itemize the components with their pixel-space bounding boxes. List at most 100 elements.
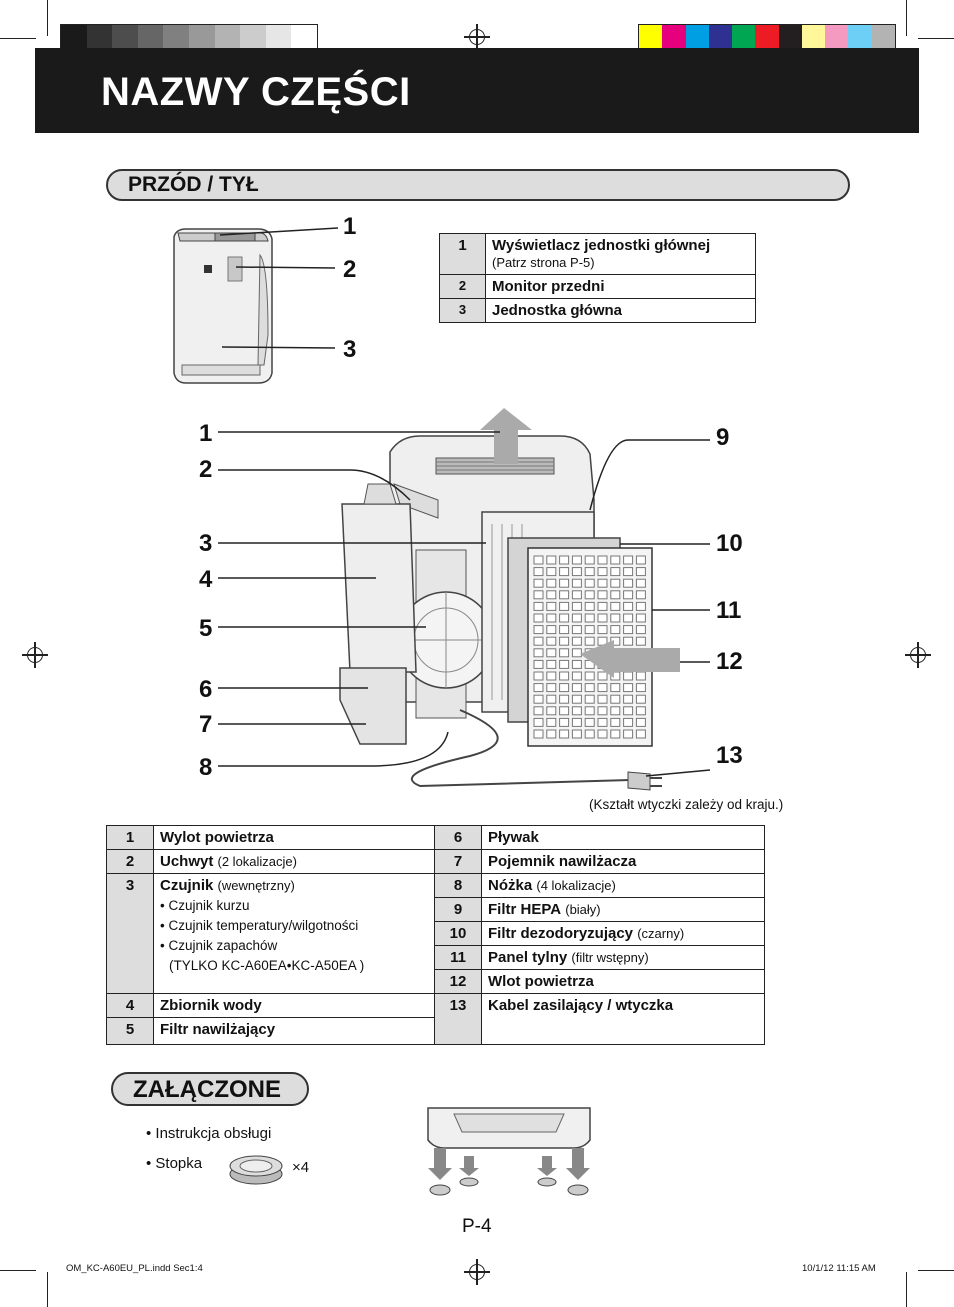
color-swatch <box>871 25 895 49</box>
grid-cell <box>571 625 582 635</box>
part-label: Kabel zasilający / wtyczka <box>488 997 674 1014</box>
row-number: 2 <box>106 849 154 874</box>
row-number: 2 <box>439 274 486 299</box>
grid-cell <box>635 694 646 704</box>
grid-cell <box>597 706 608 716</box>
grid-cell <box>610 625 621 635</box>
part-label: Zbiornik wody <box>160 997 262 1014</box>
grid-cell <box>623 636 634 646</box>
grid-cell <box>533 648 544 658</box>
table-row: 1 Wylot powietrza 6 Pływak <box>106 825 765 850</box>
grid-cell <box>559 648 570 658</box>
grid-cell <box>584 683 595 693</box>
callout-number: 8 <box>199 754 213 781</box>
grid-cell <box>584 636 595 646</box>
part-label: Wlot powietrza <box>488 973 594 990</box>
part-label: Panel tylny <box>488 949 568 966</box>
table-row: 1 Wyświetlacz jednostki głównej (Patrz s… <box>439 233 756 275</box>
parts-table: 1 Wylot powietrza 6 Pływak 2 Uchwyt (2 l… <box>106 825 765 1045</box>
color-swatch <box>188 25 215 49</box>
grid-cell <box>597 671 608 681</box>
grid-cell <box>571 601 582 611</box>
registration-mark-icon <box>905 642 931 668</box>
row-number: 7 <box>434 849 482 874</box>
callout-number: 12 <box>716 648 743 675</box>
callout-number: 10 <box>716 530 743 557</box>
grid-cell <box>623 706 634 716</box>
callout-number: 3 <box>199 530 213 557</box>
grid-cell <box>559 683 570 693</box>
part-note: (4 lokalizacje) <box>536 878 616 893</box>
row-number: 10 <box>434 921 482 946</box>
grid-cell <box>610 636 621 646</box>
grid-cell <box>597 613 608 623</box>
sensor-item: (TYLKO KC-A60EA•KC-A50EA ) <box>169 958 365 973</box>
crop-mark <box>0 38 36 39</box>
part-label: Filtr HEPA <box>488 901 562 918</box>
grid-cell <box>533 567 544 577</box>
color-swatch <box>662 25 686 49</box>
top-parts-table: 1 Wyświetlacz jednostki głównej (Patrz s… <box>439 233 756 323</box>
part-label: Uchwyt <box>160 853 214 870</box>
grid-cell <box>571 567 582 577</box>
part-note: (2 lokalizacje) <box>217 854 297 869</box>
part-label: Wyświetlacz jednostki głównej <box>492 237 711 254</box>
grid-cell <box>584 590 595 600</box>
row-number: 1 <box>106 825 154 850</box>
grid-cell <box>533 659 544 669</box>
grid-cell <box>533 613 544 623</box>
color-swatch <box>86 25 113 49</box>
grid-cell <box>546 578 557 588</box>
registration-mark-icon <box>22 642 48 668</box>
grid-cell <box>597 590 608 600</box>
part-note: (czarny) <box>637 926 685 941</box>
color-bar <box>638 24 896 50</box>
grid-cell <box>610 706 621 716</box>
grid-cell <box>533 590 544 600</box>
table-row: 10 Filtr dezodoryzujący (czarny) <box>107 921 765 946</box>
page-header: NAZWY CZĘŚCI <box>35 48 919 133</box>
callout-number: 1 <box>199 420 213 447</box>
exploded-view-illustration <box>218 408 711 791</box>
grid-cell <box>559 601 570 611</box>
front-unit-illustration <box>173 227 339 384</box>
grid-cell <box>546 601 557 611</box>
grid-cell <box>584 578 595 588</box>
grid-cell <box>571 659 582 669</box>
grid-cell <box>533 625 544 635</box>
table-row: 3 Czujnik (wewnętrzny) • Czujnik kurzu •… <box>106 873 765 994</box>
grid-cell <box>623 683 634 693</box>
page-title: NAZWY CZĘŚCI <box>101 70 411 114</box>
grayscale-bar <box>60 24 318 50</box>
grid-cell <box>597 625 608 635</box>
grid-cell <box>635 590 646 600</box>
grid-cell <box>546 729 557 739</box>
crop-mark <box>47 0 48 36</box>
grid-cell <box>533 578 544 588</box>
grid-cell <box>597 717 608 727</box>
grid-cell <box>559 729 570 739</box>
grid-cell <box>559 671 570 681</box>
grid-cell <box>571 717 582 727</box>
color-swatch <box>825 25 849 49</box>
row-number: 8 <box>434 873 482 898</box>
included-foot: • Stopka <box>146 1155 203 1172</box>
grid-cell <box>610 567 621 577</box>
callout-number: 6 <box>199 676 213 703</box>
grid-cell <box>533 601 544 611</box>
crop-mark <box>47 1272 48 1307</box>
color-swatch <box>265 25 292 49</box>
grid-cell <box>610 729 621 739</box>
grid-cell <box>559 717 570 727</box>
table-row: 4 Zbiornik wody 13 Kabel zasilający / wt… <box>106 992 765 1045</box>
callout-number: 13 <box>716 742 743 769</box>
page-number: P-4 <box>462 1216 492 1237</box>
foot-icon <box>229 1155 283 1185</box>
grid-cell <box>571 694 582 704</box>
row-number: 3 <box>106 873 154 994</box>
grid-cell <box>610 578 621 588</box>
callout-number: 9 <box>716 424 730 451</box>
grid-cell <box>610 601 621 611</box>
footer-timestamp: 10/1/12 11:15 AM <box>802 1263 876 1274</box>
grid-cell <box>559 659 570 669</box>
